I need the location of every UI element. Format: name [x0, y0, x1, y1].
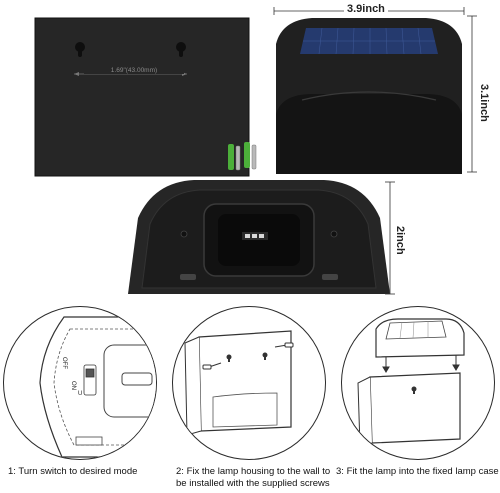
step-2-illustration — [172, 306, 326, 460]
depth-label: 2inch — [394, 226, 406, 255]
step-2-text-line2: be installed with the supplied screws — [176, 478, 330, 489]
step-1-caption: 1: Turn switch to desired mode — [8, 466, 178, 478]
screw-hole-icon — [180, 230, 338, 238]
width-dimension: 3.9inch — [272, 3, 466, 15]
step-3-caption: 3: Fit the lamp into the fixed lamp case — [336, 466, 500, 478]
keyhole-icon — [411, 386, 417, 394]
height-dimension: 3.1inch — [466, 14, 496, 174]
lamp-bottom-view — [124, 178, 394, 298]
led-icon — [242, 232, 268, 240]
back-mounting-plate: 1.69"(43.00mm) — [34, 17, 250, 177]
step-2-number: 2: — [176, 466, 184, 477]
switch-label-off: OFF — [61, 357, 67, 369]
lamp-front-view — [272, 14, 466, 176]
keyhole-icon — [75, 42, 186, 57]
back-plate-graphic — [34, 17, 250, 177]
step-3-illustration — [341, 306, 495, 460]
keyhole-icon — [226, 352, 268, 362]
step-1-illustration: OFF ON U — [3, 306, 157, 460]
solar-panel-icon — [300, 27, 438, 55]
switch-label-indicator: U — [78, 391, 83, 397]
step-2-text: Fix the lamp housing to the wall to — [186, 466, 331, 477]
switch-label-on: ON — [70, 381, 76, 390]
width-label: 3.9inch — [344, 3, 388, 15]
step-2-caption: 2: Fix the lamp housing to the wall to b… — [176, 466, 341, 490]
wall-anchor-icon — [228, 142, 250, 170]
screw-icon — [202, 342, 294, 370]
step-1-number: 1: — [8, 466, 16, 477]
height-label: 3.1inch — [478, 84, 490, 122]
step-3-number: 3: — [336, 466, 344, 477]
step-1-text: Turn switch to desired mode — [18, 466, 138, 477]
arrow-down-icon — [382, 355, 460, 373]
screw-spacing-label: 1.69"(43.00mm) — [84, 67, 184, 74]
screw-icon — [235, 144, 257, 171]
depth-dimension: 2inch — [382, 180, 412, 298]
solar-panel-icon — [385, 320, 447, 340]
step-3-text: Fit the lamp into the fixed lamp case — [346, 466, 499, 477]
mounting-hardware — [224, 140, 264, 172]
switch-icon — [83, 364, 97, 396]
